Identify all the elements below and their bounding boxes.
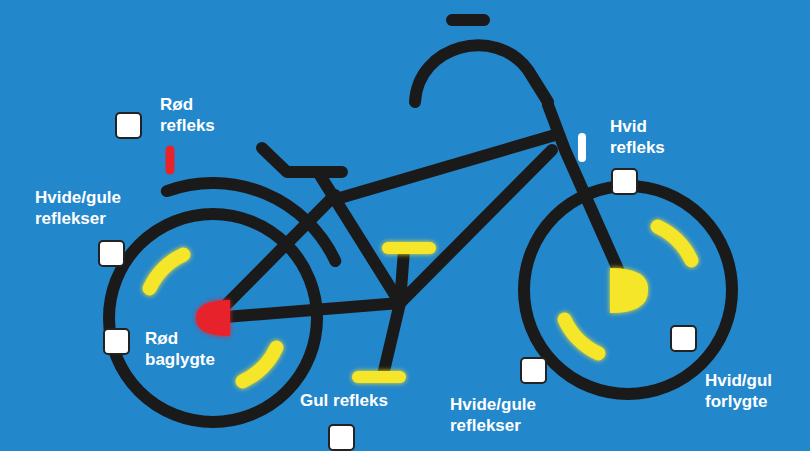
part-label: Rød baglygte (145, 328, 227, 370)
front-wheel (524, 186, 732, 394)
front-reflector (578, 137, 586, 158)
pedal-reflector (358, 371, 400, 383)
seat-stay (213, 195, 335, 318)
part-label: Hvide/gule reflekser (450, 394, 550, 436)
check-box (329, 425, 354, 450)
saddle (262, 148, 342, 172)
spoke-reflector (565, 320, 599, 354)
front-lamp (610, 268, 648, 313)
crank-upper (400, 250, 404, 303)
handlebar (415, 45, 548, 102)
check-box (104, 329, 129, 354)
rear-lamp (196, 300, 230, 336)
part-label: Hvid refleks (610, 116, 682, 158)
check-box (116, 113, 141, 138)
pedal-reflector (388, 242, 430, 254)
part-label: Rød refleks (160, 94, 232, 136)
part-label: Hvide/gule reflekser (35, 187, 135, 229)
chain-stay (213, 303, 400, 318)
spoke-reflector (150, 255, 184, 289)
check-box (99, 241, 124, 266)
crank-lower (383, 303, 400, 375)
top-tube (333, 135, 555, 200)
check-box (521, 358, 546, 383)
spoke-reflector (243, 348, 277, 382)
check-box (671, 326, 696, 351)
rear-reflector (166, 150, 175, 170)
part-label: Gul refleks (300, 390, 430, 411)
spoke-reflector (658, 227, 692, 261)
down-tube (400, 150, 552, 303)
part-label: Hvid/gul forlygte (705, 370, 787, 412)
bell (452, 14, 484, 26)
check-box (612, 169, 637, 194)
